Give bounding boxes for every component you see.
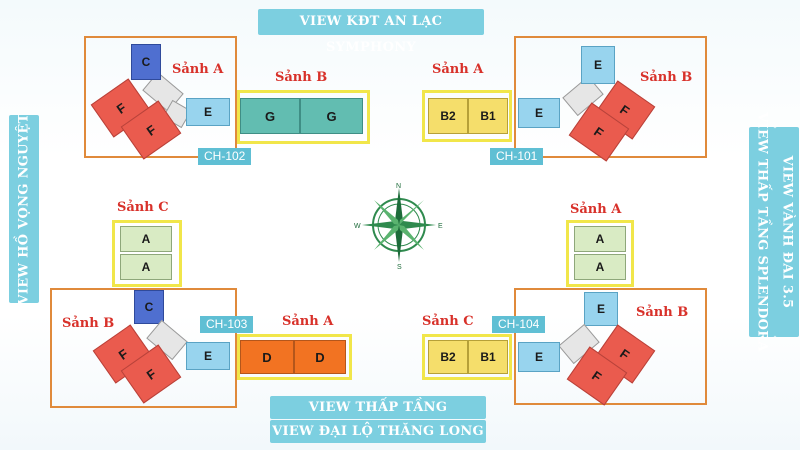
ch103-unit-e: E xyxy=(186,342,230,370)
ch103-code: CH-103 xyxy=(200,316,254,333)
ch101-code: CH-101 xyxy=(490,148,544,165)
compass-rose-icon: N S W E xyxy=(354,183,443,270)
ch104-frame-yellow-top xyxy=(566,220,634,287)
ch103-lobby-a: Sảnh A xyxy=(282,314,334,329)
ch104-code: CH-104 xyxy=(492,316,546,333)
ch101-unit-e-2: E xyxy=(581,46,615,84)
ch101-unit-e-1: E xyxy=(518,98,560,128)
ch103-frame-orange xyxy=(50,288,237,408)
ch102-lobby-a: Sảnh A xyxy=(172,62,224,77)
banner-left: VIEW HỒ VỌNG NGUYỆT xyxy=(9,113,39,305)
ch104-lobby-a: Sảnh A xyxy=(570,202,622,217)
banner-bottom-2: VIEW ĐẠI LỘ THĂNG LONG xyxy=(270,420,486,443)
ch103-unit-d-1: D xyxy=(240,340,294,374)
ch104-unit-a-2: A xyxy=(574,254,626,280)
ch103-unit-a-1: A xyxy=(120,226,172,252)
ch101-unit-b1: B1 xyxy=(468,98,508,134)
ch101-frame-yellow xyxy=(422,90,512,142)
ch104-frame-yellow xyxy=(422,334,512,380)
ch102-unit-g-2: G xyxy=(300,98,363,134)
ch103-lobby-b: Sảnh B xyxy=(62,316,115,331)
ch101-lobby-b: Sảnh B xyxy=(640,70,693,85)
compass-s: S xyxy=(397,264,402,270)
ch104-lobby-c: Sảnh C xyxy=(422,314,474,329)
ch102-frame-orange xyxy=(84,36,237,158)
ch104-unit-b2: B2 xyxy=(428,340,468,374)
ch101-frame-orange xyxy=(514,36,707,158)
ch104-unit-b1: B1 xyxy=(468,340,508,374)
ch103-unit-a-2: A xyxy=(120,254,172,280)
banner-right-2-text: VIEW VÀNH ĐAI 3.5 xyxy=(779,155,795,309)
ch103-lobby-c: Sảnh C xyxy=(117,200,169,215)
ch104-unit-e-2: E xyxy=(584,292,618,326)
ch103-frame-yellow-top xyxy=(112,220,182,287)
ch103-unit-c: C xyxy=(134,290,164,324)
ch104-lobby-b: Sảnh B xyxy=(636,305,689,320)
ch104-frame-orange xyxy=(514,288,707,405)
ch101-lobby-a: Sảnh A xyxy=(432,62,484,77)
ch101-unit-b2: B2 xyxy=(428,98,468,134)
banner-left-text: VIEW HỒ VỌNG NGUYỆT xyxy=(16,113,32,305)
banner-right-1-text: VIEW THẤP TẦNG SPLENDORA xyxy=(754,112,770,352)
ch102-unit-e: E xyxy=(186,98,230,126)
ch103-frame-yellow xyxy=(237,334,352,380)
ch102-frame-yellow xyxy=(237,90,370,144)
banner-right-1: VIEW THẤP TẦNG SPLENDORA xyxy=(749,112,775,352)
ch102-code: CH-102 xyxy=(198,148,252,165)
banner-top: VIEW KĐT AN LẠC SYMPHONY xyxy=(258,9,484,55)
compass-e: E xyxy=(438,223,443,230)
ch104-unit-a-1: A xyxy=(574,226,626,252)
ch103-unit-d-2: D xyxy=(294,340,346,374)
compass-w: W xyxy=(354,223,361,230)
banner-bottom-1: VIEW THẤP TẦNG SPLENDORA xyxy=(270,396,486,438)
banner-right-2: VIEW VÀNH ĐAI 3.5 xyxy=(775,127,799,337)
ch102-lobby-b: Sảnh B xyxy=(275,70,328,85)
ch102-unit-g-1: G xyxy=(240,98,300,134)
compass-n: N xyxy=(396,183,401,190)
ch102-unit-c: C xyxy=(131,44,161,80)
ch104-unit-e-1: E xyxy=(518,342,560,372)
